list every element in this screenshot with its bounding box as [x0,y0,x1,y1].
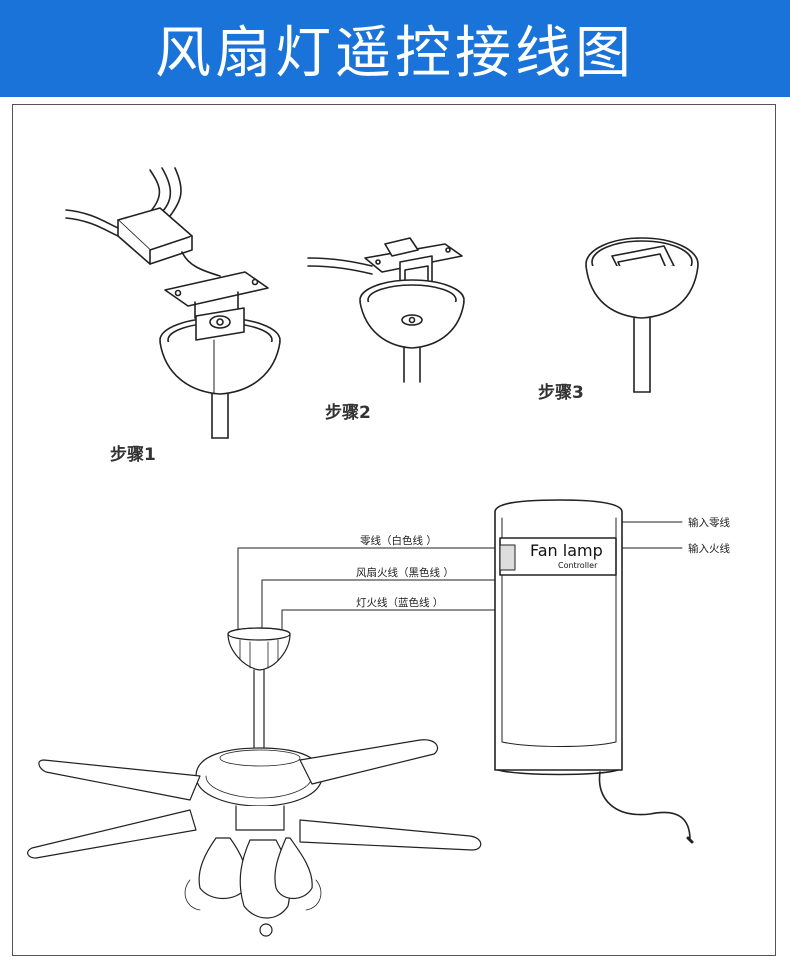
wiring-lines [237,521,683,633]
neutral-wire-label: 零线（白色线 ） [360,535,437,547]
step3-label: 步骤3 [538,383,584,403]
fan-live-wire-label: 风扇火线（黑色线 ） [356,567,454,579]
controller-name: Fan lamp [530,541,603,560]
controller-subtitle: Controller [558,561,598,570]
step2-illustration [307,237,465,383]
input-live-label: 输入火线 [688,543,730,555]
lamp-live-wire-label: 灯火线（蓝色线 ） [356,597,444,609]
step3-illustration [585,237,699,393]
page-title: 风扇灯遥控接线图 [155,21,635,86]
input-neutral-label: 输入零线 [688,517,730,529]
step2-label: 步骤2 [325,403,371,423]
controller-device [494,499,694,844]
step1-illustration [65,167,281,439]
title-banner: 风扇灯遥控接线图 [0,0,790,97]
ceiling-fan-illustration [27,627,482,937]
step1-label: 步骤1 [110,445,156,465]
diagram-frame [12,104,776,956]
